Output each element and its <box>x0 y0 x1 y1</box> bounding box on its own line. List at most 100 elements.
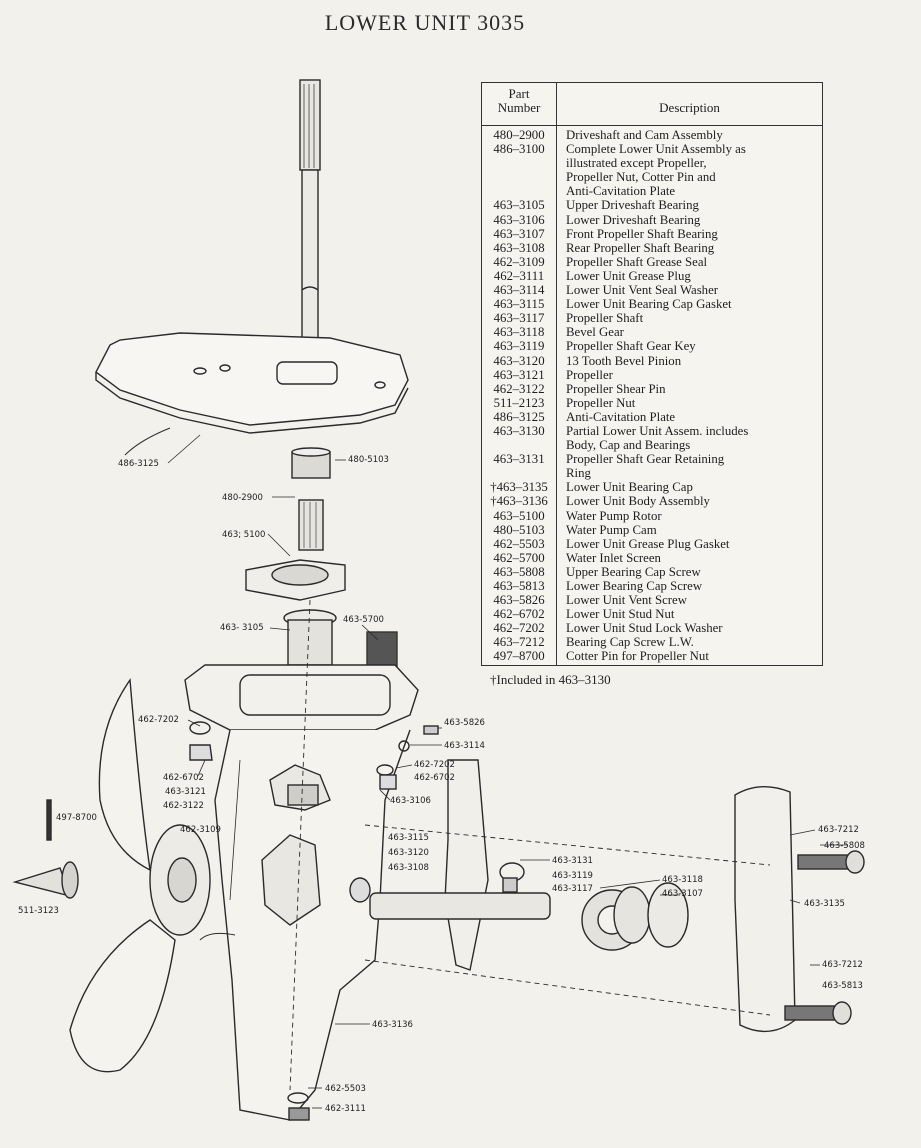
part-number: 511–2123 <box>493 395 545 410</box>
footnote: †Included in 463–3130 <box>490 672 611 687</box>
callout-463-7212-a: 463-7212 <box>818 825 859 835</box>
parts-row: 463–7212 Bearing Cap Screw L.W. <box>482 635 822 649</box>
part-number: 463–3106 <box>493 212 545 227</box>
part-number: 463–3118 <box>493 325 545 340</box>
part-number: 463–7212 <box>493 635 545 650</box>
anti-cavitation-plate-drawing <box>95 332 409 456</box>
header-divider <box>482 125 822 126</box>
part-number: 462–6702 <box>493 607 545 622</box>
part-description: Water Inlet Screen <box>566 550 661 565</box>
page-title: LOWER UNIT 3035 <box>324 10 526 35</box>
part-description: Lower Unit Grease Plug <box>566 268 691 283</box>
callout-462-3109: 462-3109 <box>180 825 221 835</box>
part-description: Rear Propeller Shaft Bearing <box>566 240 715 255</box>
part-description: Anti-Cavitation Plate <box>566 409 676 424</box>
callout-486-3125: 486-3125 <box>118 459 159 469</box>
leader-lines <box>167 434 848 1109</box>
callout-463-3106: 463-3106 <box>390 796 431 806</box>
callout-463-5826: 463-5826 <box>444 718 485 728</box>
driveshaft-drawing <box>299 79 321 381</box>
part-description: Propeller Shaft <box>566 311 644 326</box>
callout-497-8700: 497-8700 <box>56 813 97 823</box>
part-number: 480–2900 <box>493 128 545 142</box>
callout-462-7202-a: 462-7202 <box>138 715 179 725</box>
header-part-number: Part Number <box>497 86 541 115</box>
column-divider <box>556 83 557 665</box>
part-description: Front Propeller Shaft Bearing <box>566 226 718 241</box>
callout-462-6702-b: 462-6702 <box>414 773 455 783</box>
callout-462-3122: 462-3122 <box>163 801 204 811</box>
callout-511-3123: 511-3123 <box>18 906 59 916</box>
parts-row: 462–5700 Water Inlet Screen <box>482 551 822 565</box>
callout-462-3111: 462-3111 <box>325 1104 366 1114</box>
lower-unit-body-drawing <box>184 664 419 1121</box>
part-number: 463–3120 <box>493 353 545 368</box>
callout-480-5103: 480-5103 <box>348 455 389 465</box>
part-description: Lower Unit Grease Plug Gasket <box>566 536 730 551</box>
part-number: 463–3115 <box>493 297 545 312</box>
part-number: 463–3117 <box>493 311 545 326</box>
part-description: Driveshaft and Cam Assembly <box>566 128 723 142</box>
callout-463-3114: 463-3114 <box>444 741 485 751</box>
part-description: Upper Bearing Cap Screw <box>566 564 701 579</box>
part-number: 463–5808 <box>493 564 545 579</box>
part-number: †463–3135 <box>490 480 548 495</box>
callout-463-3107: 463-3107 <box>662 889 703 899</box>
part-description: Complete Lower Unit Assembly as illustra… <box>566 142 746 199</box>
callout-463-5813: 463-5813 <box>822 981 863 991</box>
parts-row: 463–5808 Upper Bearing Cap Screw <box>482 565 822 579</box>
part-description: Water Pump Rotor <box>566 508 662 523</box>
part-number: 462–5700 <box>493 550 545 565</box>
part-number: 463–3119 <box>493 339 545 354</box>
part-number: 462–3109 <box>493 254 545 269</box>
propeller-drawing <box>12 678 211 1073</box>
callout-463-3105: 463- 3105 <box>220 623 264 633</box>
callout-463-3118: 463-3118 <box>662 875 703 885</box>
upper-bearing-drawing <box>283 609 398 669</box>
part-description: Lower Unit Body Assembly <box>566 494 710 509</box>
part-description: Lower Bearing Cap Screw <box>566 579 703 593</box>
part-number: 480–5103 <box>493 522 545 537</box>
part-number: 463–3108 <box>493 240 545 255</box>
callout-462-7202-b: 462-7202 <box>414 760 455 770</box>
part-number: †463–3136 <box>490 494 548 509</box>
parts-row: 463–3117 Propeller Shaft <box>482 311 822 325</box>
small-parts-drawing <box>189 721 439 1121</box>
part-description: Bearing Cap Screw L.W. <box>566 635 694 650</box>
part-number: 463–3114 <box>493 283 545 298</box>
callout-463-3115: 463-3115 <box>388 833 429 843</box>
callout-463-5100: 463; 5100 <box>222 530 265 540</box>
part-number: 462–7202 <box>493 621 545 636</box>
parts-row: 463–3106 Lower Driveshaft Bearing <box>482 213 822 227</box>
part-description: Propeller Shaft Gear Retaining Ring <box>566 452 725 481</box>
part-number: 463–3131 <box>493 452 545 467</box>
gear-assembly-drawing <box>261 759 689 971</box>
parts-row: 480–2900 Driveshaft and Cam Assembly <box>482 128 822 142</box>
part-description: Lower Driveshaft Bearing <box>566 212 701 227</box>
callout-463-3135: 463-3135 <box>804 899 845 909</box>
callout-463-5808: 463-5808 <box>824 841 865 851</box>
part-number: 463–5100 <box>493 508 545 523</box>
parts-row: 463–5100 Water Pump Rotor <box>482 509 822 523</box>
part-number: 463–3121 <box>493 367 545 382</box>
